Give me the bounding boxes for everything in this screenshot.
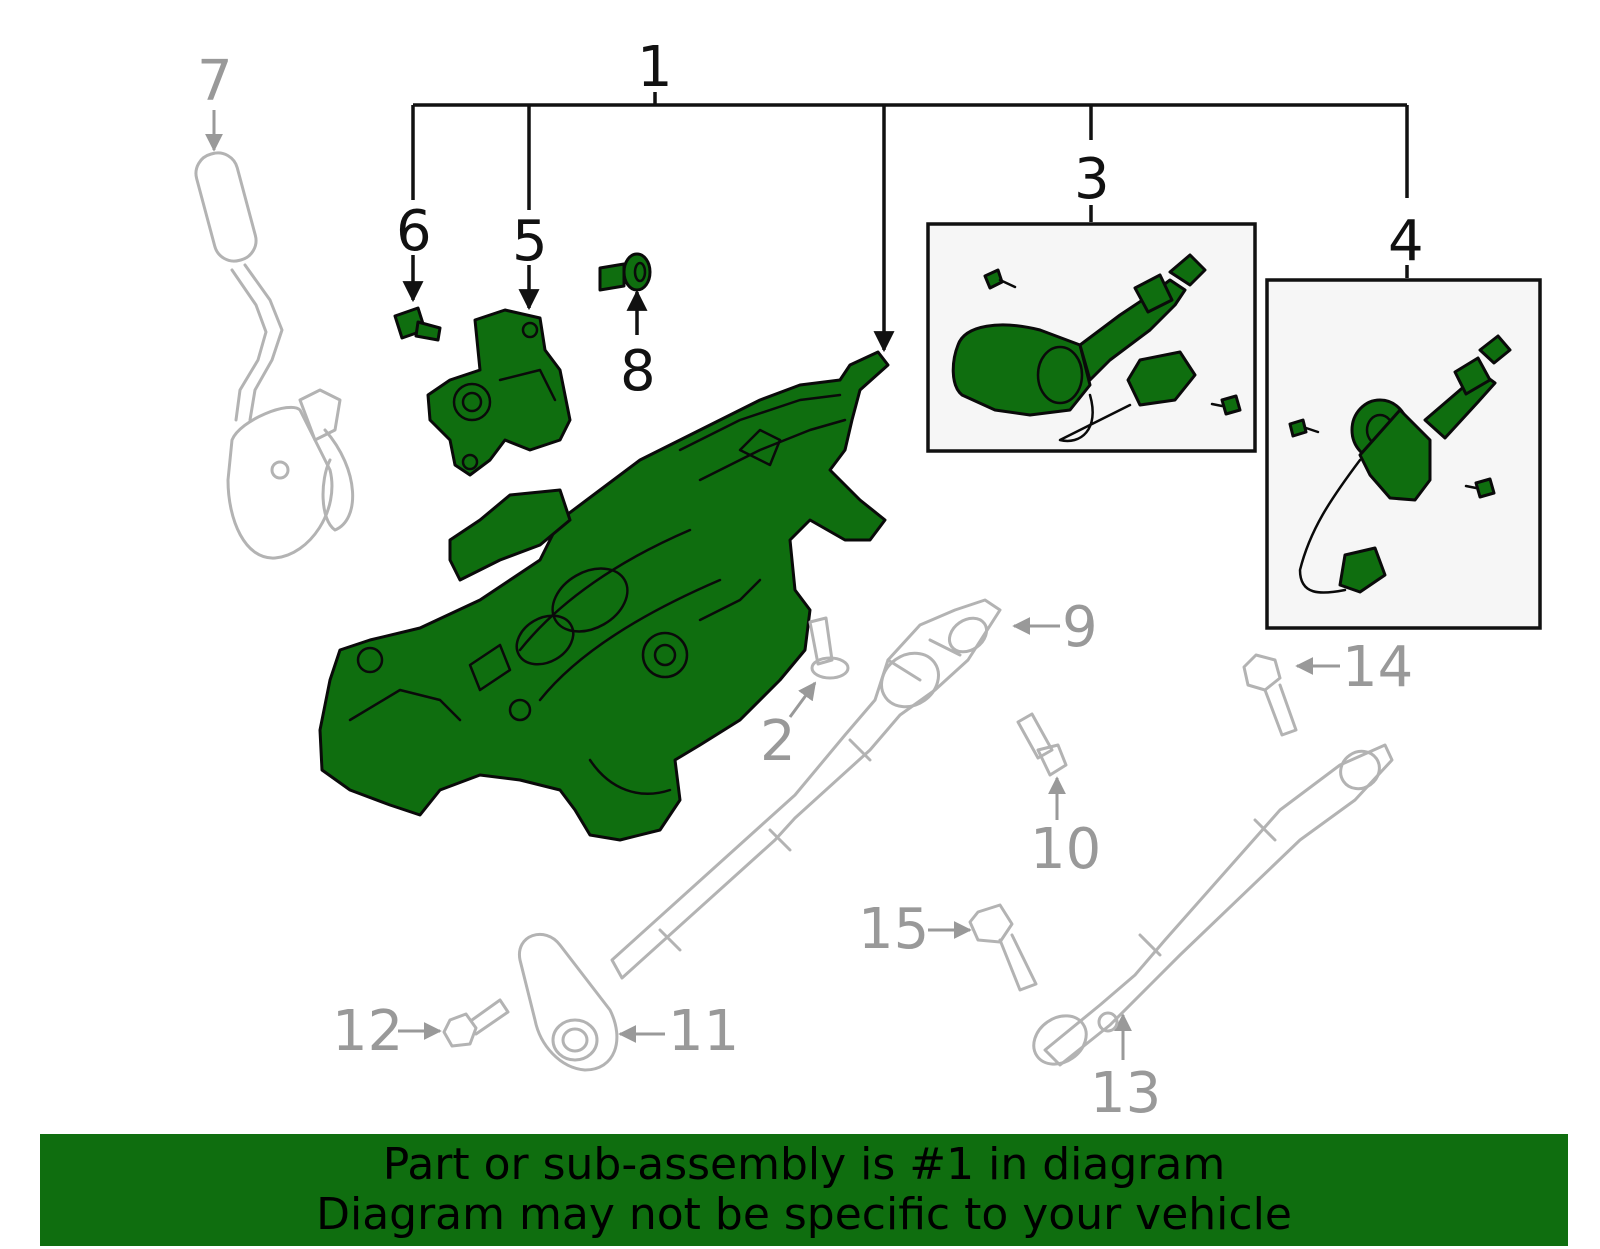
- part-14-bolt: [1242, 653, 1298, 737]
- callout-15: 15: [858, 897, 929, 962]
- part-1-steering-column: [318, 350, 890, 842]
- part-10-bolt: [1016, 712, 1068, 777]
- callout-3: 3: [1074, 147, 1110, 212]
- part-6-screw: [393, 306, 442, 342]
- callout-6: 6: [396, 199, 432, 264]
- callout-2: 2: [760, 709, 796, 774]
- callout-13: 13: [1090, 1061, 1161, 1126]
- callout-9: 9: [1062, 595, 1098, 660]
- callout-5: 5: [512, 209, 548, 274]
- callout-12: 12: [332, 999, 403, 1064]
- leader-2: [788, 681, 817, 718]
- part-5-bracket: [426, 308, 572, 477]
- callout-8: 8: [620, 339, 656, 404]
- part-3-ignition-switch: [951, 253, 1242, 443]
- callout-1-bracket: [411, 92, 1409, 353]
- banner-line-1: Part or sub-assembly is #1 in diagram: [382, 1139, 1226, 1190]
- callout-14: 14: [1342, 635, 1413, 700]
- part-8-screw: [598, 252, 652, 292]
- part-4-lock-cylinder: [1288, 334, 1512, 594]
- part-9-intermediate-shaft: [610, 598, 1002, 980]
- callout-4: 4: [1388, 209, 1424, 274]
- callout-1: 1: [637, 35, 673, 100]
- callout-7: 7: [197, 49, 233, 114]
- callout-11: 11: [668, 999, 739, 1064]
- part-11-seal: [518, 932, 619, 1072]
- part-2-bolt: [808, 616, 850, 680]
- callout-10: 10: [1030, 817, 1101, 882]
- banner-line-2: Diagram may not be specific to your vehi…: [316, 1189, 1292, 1240]
- part-13-lower-shaft: [1032, 743, 1394, 1067]
- part-12-bolt: [442, 998, 510, 1048]
- part-7-shift-cable: [194, 151, 355, 560]
- notice-banner: Part or sub-assembly is #1 in diagram Di…: [40, 1134, 1568, 1246]
- part-15-bolt: [968, 903, 1038, 992]
